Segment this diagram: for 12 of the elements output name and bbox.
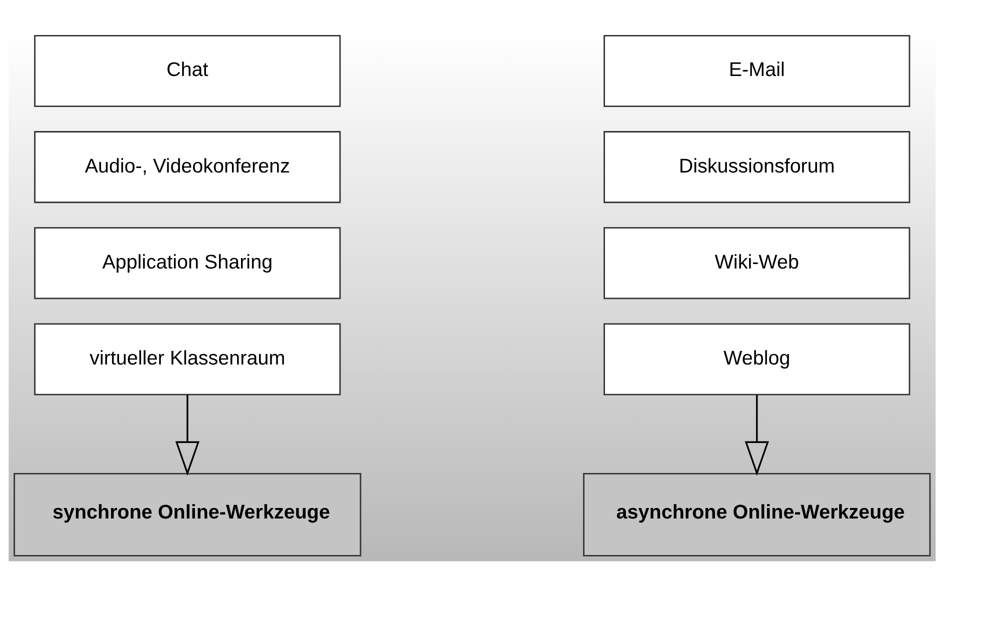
node-box: E-Mail xyxy=(604,34,910,107)
node-box: Weblog xyxy=(604,322,910,395)
node-box: virtueller Klassenraum xyxy=(34,322,341,395)
node-box: Application Sharing xyxy=(34,226,341,299)
node-box: Wiki-Web xyxy=(604,226,910,299)
node-box: synchrone Online-Werkzeuge xyxy=(14,472,362,556)
node-box: Audio-, Videokonferenz xyxy=(34,130,341,203)
arrow xyxy=(175,394,200,476)
node-box: Chat xyxy=(34,34,341,107)
node-box: asynchrone Online-Werkzeuge xyxy=(583,472,931,556)
arrow xyxy=(744,394,769,476)
node-box: Diskussionsforum xyxy=(604,130,910,203)
